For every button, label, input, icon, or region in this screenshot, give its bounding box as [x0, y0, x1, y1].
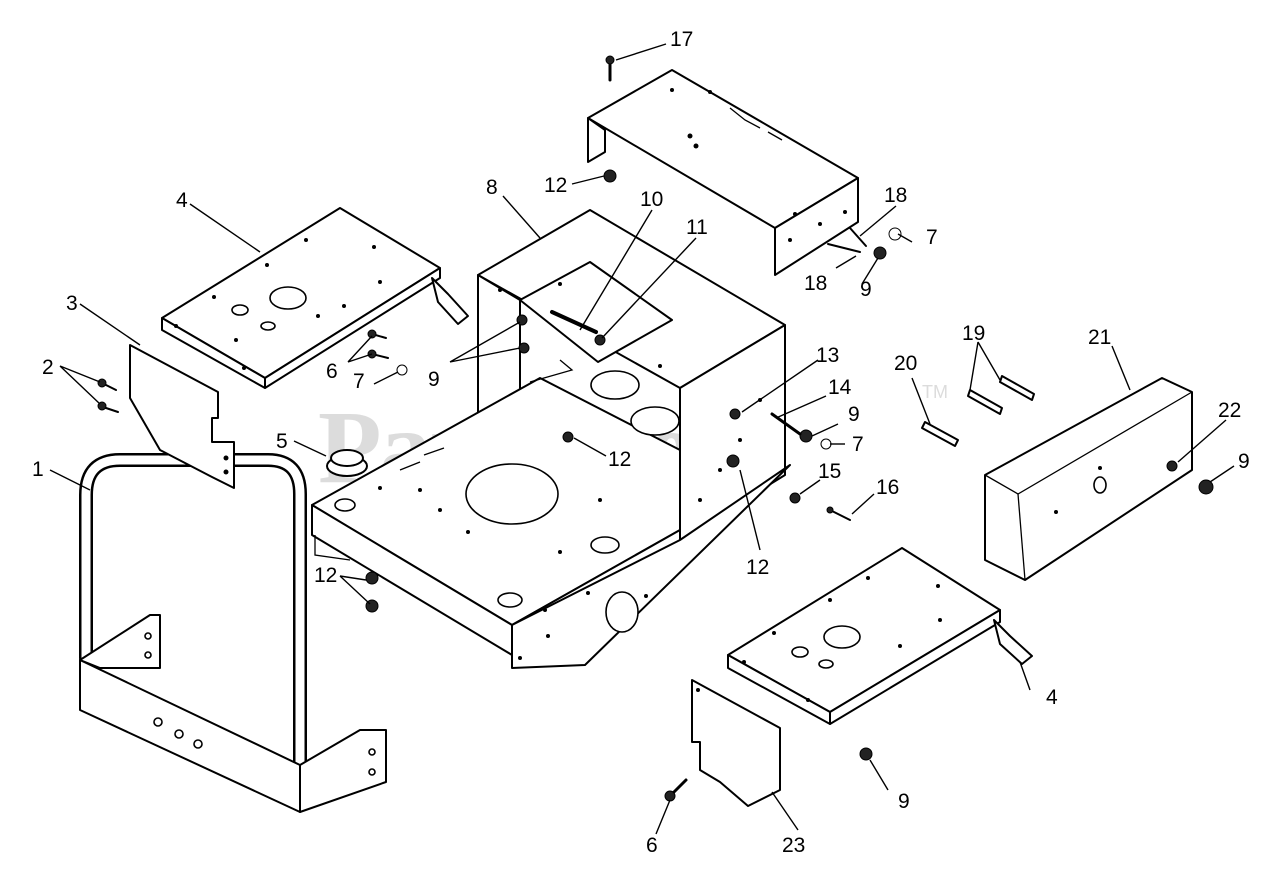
label-18-top: 18: [884, 184, 907, 207]
label-20: 20: [894, 352, 917, 375]
watermark-tm: TM: [922, 382, 948, 402]
part-3-side-plate: [129, 344, 235, 489]
label-9-top: 9: [860, 278, 872, 301]
part-7-washers: [396, 227, 902, 450]
label-16: 16: [876, 476, 899, 499]
label-9-mid: 9: [848, 403, 860, 426]
label-11: 11: [686, 216, 708, 239]
label-2: 2: [42, 356, 54, 379]
label-19: 19: [962, 322, 985, 345]
top-console-bracket: [587, 69, 859, 276]
label-5: 5: [276, 430, 288, 453]
part-23-plate: [691, 679, 781, 807]
label-15: 15: [818, 460, 841, 483]
part-17-bolt: [605, 55, 615, 82]
label-7-left: 7: [353, 370, 365, 393]
label-14: 14: [828, 376, 852, 399]
part-6-bolts: [367, 329, 688, 802]
label-13: 13: [816, 344, 839, 367]
label-7-right: 7: [926, 226, 938, 249]
label-21: 21: [1088, 326, 1111, 349]
label-12-mid: 12: [608, 448, 631, 471]
parts-13-16: [729, 408, 851, 521]
label-6-lower: 6: [646, 834, 658, 857]
leader-lines: [49, 43, 1235, 835]
label-9-bottom: 9: [898, 790, 910, 813]
label-6-upper: 6: [326, 360, 338, 383]
part-4-deck-plate-lower: [727, 547, 1033, 725]
part-5-grommet: [326, 449, 368, 477]
label-12-left: 12: [314, 564, 337, 587]
part-4-deck-plate-upper: [161, 207, 469, 389]
label-9-right: 9: [1238, 450, 1250, 473]
label-1: 1: [32, 458, 44, 481]
callout-labels: 1 2 3 4 4 5 6 6 7 7 7 8 9 9 9 9 9 9 10 1…: [32, 28, 1250, 857]
part-18-pins: [827, 227, 867, 253]
part-8-main-frame: [311, 209, 791, 669]
label-17: 17: [670, 28, 693, 51]
part-9-nuts: [799, 246, 1214, 761]
label-10: 10: [640, 188, 663, 211]
label-7-mid: 7: [852, 433, 864, 456]
label-23: 23: [782, 834, 805, 857]
label-9-left: 9: [428, 368, 440, 391]
part-12-nuts: [365, 169, 740, 613]
label-8: 8: [486, 176, 498, 199]
label-4-lower: 4: [1046, 686, 1058, 709]
label-3: 3: [66, 292, 78, 315]
label-18-bottom: 18: [804, 272, 827, 295]
label-22: 22: [1218, 399, 1241, 422]
part-21-weight: [984, 377, 1193, 581]
label-12-top: 12: [544, 174, 567, 197]
label-12-bottom: 12: [746, 556, 769, 579]
parts-19-20-pins: [921, 375, 1035, 447]
part-2-bolts: [97, 378, 119, 413]
label-4-upper: 4: [176, 189, 188, 212]
